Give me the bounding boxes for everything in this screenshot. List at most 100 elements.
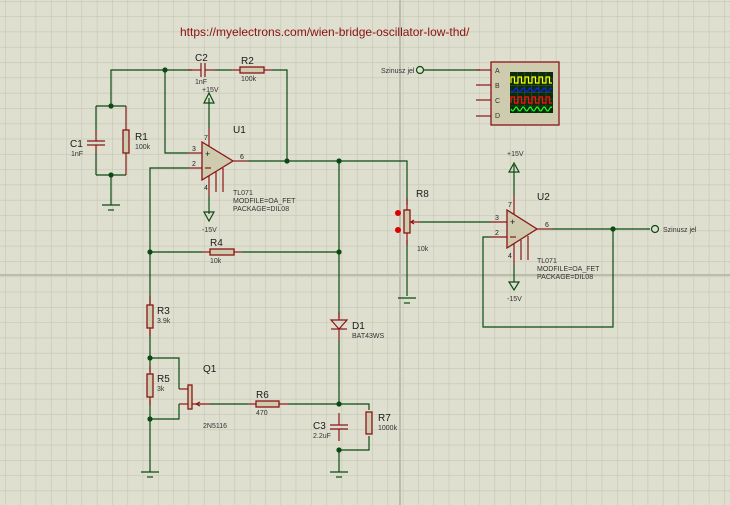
junction xyxy=(336,447,342,453)
resistor-r3[interactable]: R3 3.9k xyxy=(146,296,171,336)
power-arrow-icon xyxy=(203,91,215,104)
junction xyxy=(108,103,114,109)
r6-ref: R6 xyxy=(256,390,269,401)
power-arrow-icon xyxy=(507,161,521,173)
power-arrow-icon xyxy=(202,211,216,223)
terminal-circle-icon xyxy=(650,224,660,234)
d1-part: BAT43WS xyxy=(352,333,384,340)
r3-value: 3.9k xyxy=(157,318,171,325)
u1-modfile: MODFILE=OA_FET xyxy=(233,198,296,205)
junction xyxy=(336,249,342,255)
oscilloscope[interactable]: A B C D xyxy=(476,61,560,126)
u2-pin4: 4 xyxy=(508,253,512,260)
q1-ref: Q1 xyxy=(203,364,217,375)
ground-symbols xyxy=(102,204,416,478)
q1-part: 2N5116 xyxy=(203,423,227,430)
u2-pin6: 6 xyxy=(545,222,549,229)
u1-package: PACKAGE=DIL08 xyxy=(233,206,289,213)
pot-decrease-handle[interactable] xyxy=(395,227,401,233)
resistor-r1[interactable]: R1 100k xyxy=(122,106,151,175)
u2-power-pos: +15V xyxy=(507,151,524,173)
resistor-r2[interactable]: R2 100k xyxy=(232,56,272,83)
r4-value: 10k xyxy=(210,258,222,265)
r2-ref: R2 xyxy=(241,56,254,67)
source-url[interactable]: https://myelectrons.com/wien-bridge-osci… xyxy=(180,25,470,39)
u2-pos-rail-label: +15V xyxy=(507,151,524,158)
resistor-r7[interactable]: R7 1000k xyxy=(365,411,398,435)
c2-value: 1nF xyxy=(195,79,207,86)
r2-value: 100k xyxy=(241,76,257,83)
junction xyxy=(108,172,114,178)
u2-part: TL071 xyxy=(537,258,557,265)
u1-power-neg: -15V xyxy=(202,211,217,234)
u2-pin7: 7 xyxy=(508,202,512,209)
potentiometer-r8[interactable]: R8 10k xyxy=(395,189,429,253)
u1-ref: U1 xyxy=(233,125,246,136)
scope-channel-a: A xyxy=(495,68,500,75)
scope-input-terminal-label: Szinusz jel xyxy=(381,68,415,75)
opamp-u2[interactable]: + 3 2 6 7 4 U2 TL071 MODFILE=OA_FET PACK… xyxy=(490,192,600,281)
r1-ref: R1 xyxy=(135,132,148,143)
r5-ref: R5 xyxy=(157,374,170,385)
d1-ref: D1 xyxy=(352,321,365,332)
terminal-circle-icon xyxy=(415,65,425,75)
output-terminal[interactable]: Szinusz jel xyxy=(650,224,697,235)
u1-pin4: 4 xyxy=(204,185,208,192)
r7-ref: R7 xyxy=(378,413,391,424)
capacitor-c1[interactable]: C1 1nF xyxy=(70,130,105,158)
capacitor-c3[interactable]: C3 2.2uF xyxy=(313,413,348,441)
jfet-q1[interactable]: Q1 2N5116 xyxy=(179,364,227,430)
scope-traces xyxy=(510,76,553,112)
resistor-r5[interactable]: R5 3k xyxy=(146,366,170,405)
u1-pin7: 7 xyxy=(204,135,208,142)
c1-value: 1nF xyxy=(71,151,83,158)
output-terminal-label: Szinusz jel xyxy=(663,227,697,234)
junction xyxy=(147,249,153,255)
c3-value: 2.2uF xyxy=(313,433,331,440)
c1-ref: C1 xyxy=(70,139,83,150)
r1-value: 100k xyxy=(135,144,151,151)
u2-ref: U2 xyxy=(537,192,550,203)
u2-power-neg: -15V xyxy=(507,281,522,303)
u2-package: PACKAGE=DIL08 xyxy=(537,274,593,281)
r6-value: 470 xyxy=(256,410,268,417)
capacitor-c2[interactable]: C2 1nF xyxy=(188,53,215,86)
r4-ref: R4 xyxy=(210,238,223,249)
opamp-u1[interactable]: + 3 2 6 7 4 U1 TL071 MODFILE=OA_FET PACK… xyxy=(188,125,296,213)
pot-increase-handle[interactable] xyxy=(395,210,401,216)
junction xyxy=(284,158,290,164)
junction xyxy=(147,416,153,422)
u1-part: TL071 xyxy=(233,190,253,197)
u2-pin2: 2 xyxy=(495,230,499,237)
scope-input-terminal[interactable]: Szinusz jel xyxy=(381,65,425,76)
r7-value: 1000k xyxy=(378,425,398,432)
junctions xyxy=(108,67,616,453)
junction xyxy=(162,67,168,73)
resistor-r6[interactable]: R6 470 xyxy=(248,390,288,417)
wires xyxy=(95,69,650,468)
resistor-r4[interactable]: R4 10k xyxy=(202,238,242,265)
junction xyxy=(610,226,616,232)
r8-value: 10k xyxy=(417,246,429,253)
scope-channel-d: D xyxy=(495,113,500,120)
c2-ref: C2 xyxy=(195,53,208,64)
u2-pin3: 3 xyxy=(495,215,499,222)
diode-d1[interactable]: D1 BAT43WS xyxy=(329,312,384,340)
scope-trace-a xyxy=(510,76,552,84)
junction xyxy=(336,401,342,407)
c3-ref: C3 xyxy=(313,421,326,432)
ground-icon xyxy=(398,297,416,304)
junction xyxy=(336,158,342,164)
u1-pos-rail-label: +15V xyxy=(202,87,219,94)
u1-pin6: 6 xyxy=(240,154,244,161)
scope-channel-c: C xyxy=(495,98,500,105)
u1-plus-sign: + xyxy=(205,149,210,159)
u1-power-pos: +15V xyxy=(202,87,219,104)
u1-pin2: 2 xyxy=(192,161,196,168)
u1-pin3: 3 xyxy=(192,146,196,153)
ground-icon xyxy=(141,468,159,478)
u2-modfile: MODFILE=OA_FET xyxy=(537,266,600,273)
